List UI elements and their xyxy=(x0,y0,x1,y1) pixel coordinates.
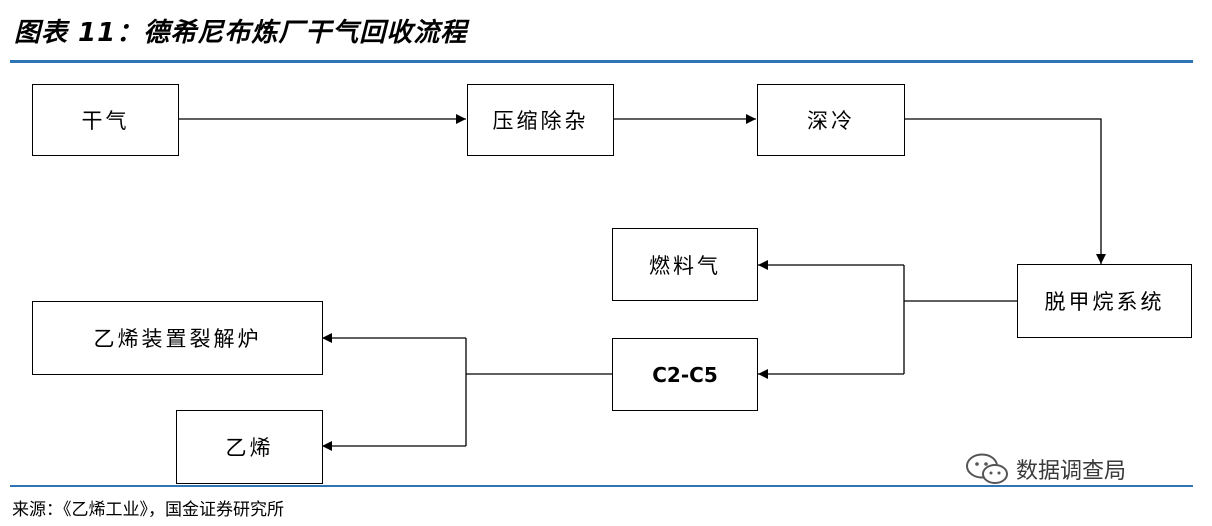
node-dry-gas: 干气 xyxy=(32,84,179,156)
node-ethylene: 乙烯 xyxy=(176,410,323,484)
node-c2c5: C2-C5 xyxy=(612,338,758,411)
edge-cryo-demethanize xyxy=(904,118,1106,264)
node-cracker: 乙烯装置裂解炉 xyxy=(32,301,323,375)
node-compress: 压缩除杂 xyxy=(467,84,614,156)
node-cryo: 深冷 xyxy=(757,84,905,156)
watermark-text: 数据调查局 xyxy=(1016,459,1127,484)
node-fuel-gas: 燃料气 xyxy=(612,228,758,301)
node-demethanize: 脱甲烷系统 xyxy=(1017,264,1192,338)
title-rule xyxy=(10,60,1193,63)
wechat-icon xyxy=(966,453,1008,484)
figure-title: 图表 11：德希尼布炼厂干气回收流程 xyxy=(14,18,468,48)
watermark: 数据调查局 xyxy=(964,452,1126,486)
source-note: 来源：《乙烯工业》，国金证券研究所 xyxy=(12,500,284,520)
source-rule xyxy=(10,485,1193,487)
